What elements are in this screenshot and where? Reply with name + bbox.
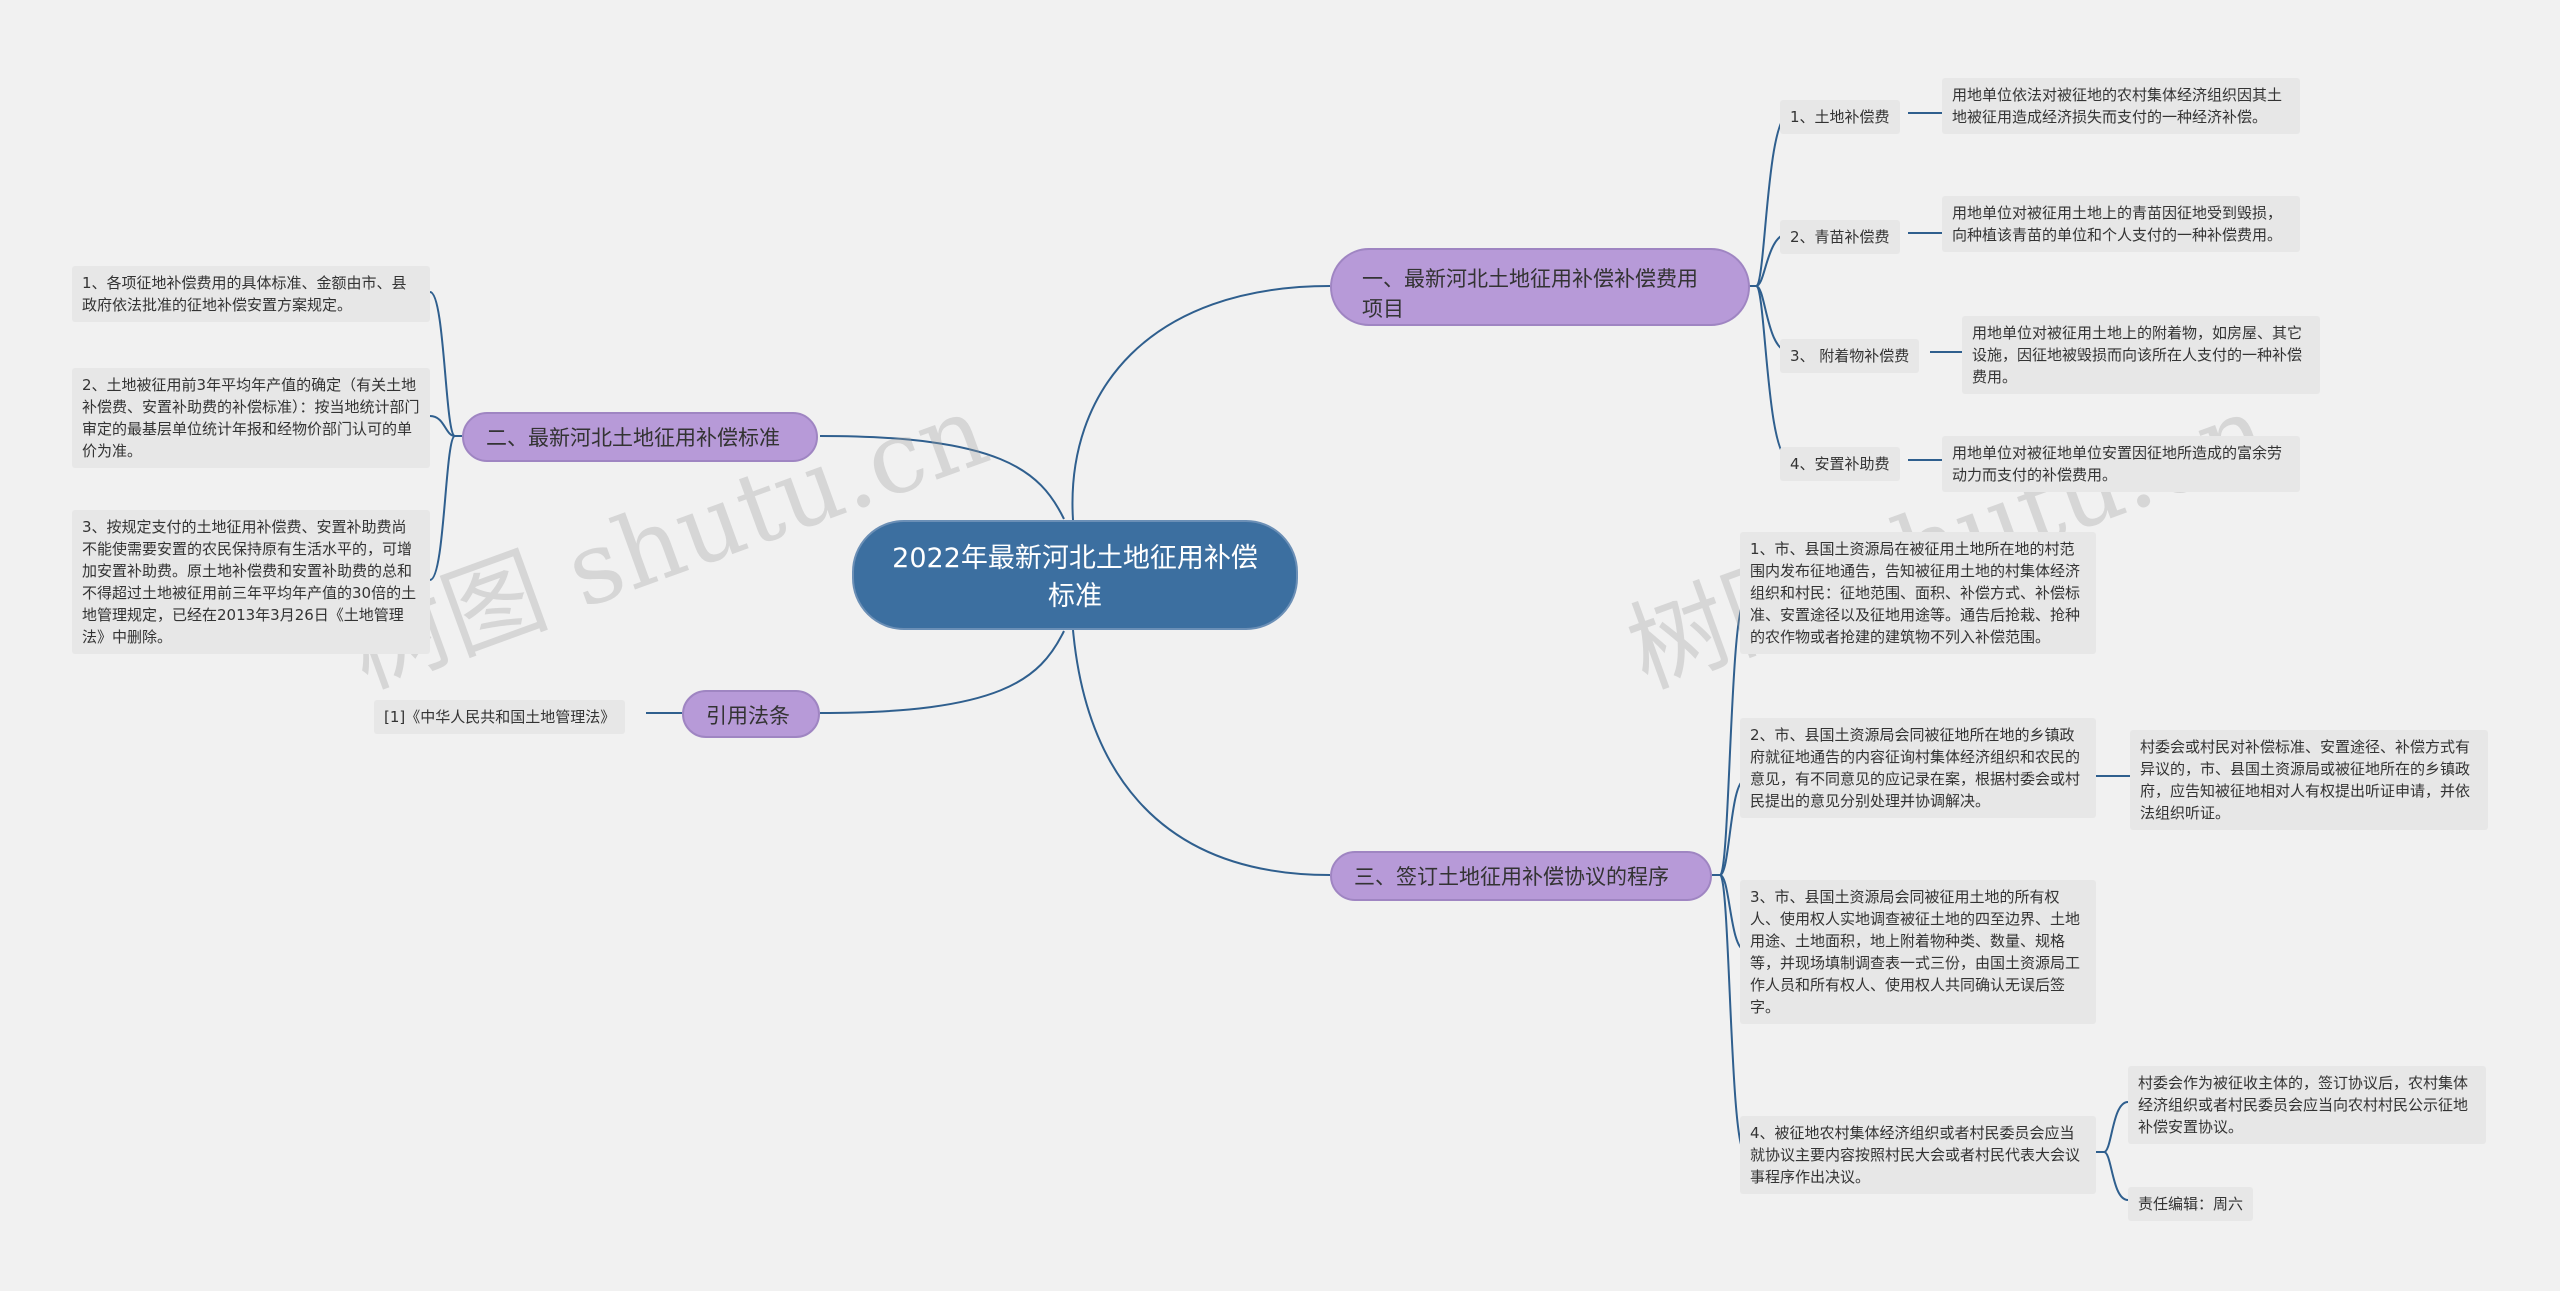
b1-item2-text[interactable]: 用地单位对被征用土地上的青苗因征地受到毁损，向种植该青苗的单位和个人支付的一种补…: [1942, 196, 2300, 252]
link-b3-4: [1719, 874, 1746, 1153]
link-center-branch4: [819, 630, 1065, 714]
b1-item4-label[interactable]: 4、安置补助费: [1780, 447, 1900, 481]
link-b1-4: [1755, 285, 1791, 461]
b4-item1[interactable]: [1]《中华人民共和国土地管理法》: [374, 700, 626, 734]
b3-item4[interactable]: 4、被征地农村集体经济组织或者村民委员会应当就协议主要内容按照村民大会或者村民代…: [1740, 1116, 2096, 1194]
b3-item1[interactable]: 1、市、县国土资源局在被征用土地所在地的村范围内发布征地通告，告知被征用土地的村…: [1740, 532, 2096, 654]
link-b2-3: [429, 435, 456, 581]
b3-item2-sub1[interactable]: 村委会或村民对补偿标准、安置途径、补偿方式有异议的，市、县国土资源局或被征地所在…: [2130, 730, 2488, 830]
link-b1-1: [1748, 112, 1791, 287]
b2-item3[interactable]: 3、按规定支付的土地征用补偿费、安置补助费尚不能使需要安置的农民保持原有生活水平…: [72, 510, 430, 654]
link-b3-1: [1712, 601, 1746, 876]
b2-item1[interactable]: 1、各项征地补偿费用的具体标准、金额由市、县政府依法批准的征地补偿安置方案规定。: [72, 266, 430, 322]
b1-item3-label[interactable]: 3、 附着物补偿费: [1780, 339, 1920, 373]
b1-item2-label[interactable]: 2、青苗补偿费: [1780, 220, 1900, 254]
link-center-branch1: [1071, 285, 1331, 521]
b3-item4-sub1[interactable]: 村委会作为被征收主体的，签订协议后，农村集体经济组织或者村民委员会应当向农村村民…: [2128, 1066, 2486, 1144]
b3-item3[interactable]: 3、市、县国土资源局会同被征用土地的所有权人、使用权人实地调查被征土地的四至边界…: [1740, 880, 2096, 1024]
b1-item3-text[interactable]: 用地单位对被征用土地上的附着物，如房屋、其它设施，因征地被毁损而向该所在人支付的…: [1962, 316, 2320, 394]
link-b2-2: [429, 415, 456, 437]
branch-2[interactable]: 二、最新河北土地征用补偿标准: [462, 412, 818, 462]
link-center-branch2: [819, 435, 1065, 520]
b1-item1-label[interactable]: 1、土地补偿费: [1780, 100, 1900, 134]
b1-item1-text[interactable]: 用地单位依法对被征地的农村集体经济组织因其土地被征用造成经济损失而支付的一种经济…: [1942, 78, 2300, 134]
link-b3-4-sub2: [2103, 1151, 2129, 1201]
b3-item2[interactable]: 2、市、县国土资源局会同被征地所在地的乡镇政府就征地通告的内容征询村集体经济组织…: [1740, 718, 2096, 818]
branch-3[interactable]: 三、签订土地征用补偿协议的程序: [1330, 851, 1712, 901]
b1-item4-text[interactable]: 用地单位对被征地单位安置因征地所造成的富余劳动力而支付的补偿费用。: [1942, 436, 2300, 492]
b2-item2[interactable]: 2、土地被征用前3年平均年产值的确定（有关土地补偿费、安置补助费的补偿标准）：按…: [72, 368, 430, 468]
center-topic[interactable]: 2022年最新河北土地征用补偿标准: [852, 520, 1298, 630]
link-center-branch3: [1072, 629, 1331, 876]
branch-1[interactable]: 一、最新河北土地征用补偿补偿费用项目: [1330, 248, 1750, 326]
link-b2-1: [429, 291, 462, 437]
b3-item4-sub2[interactable]: 责任编辑：周六: [2128, 1187, 2254, 1221]
link-b3-4-sub1: [2096, 1101, 2129, 1153]
branch-4[interactable]: 引用法条: [682, 690, 820, 738]
